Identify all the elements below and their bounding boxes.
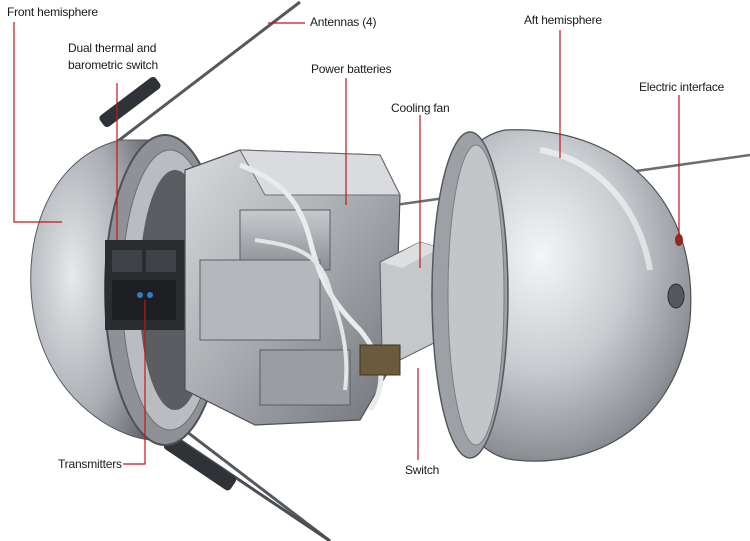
cooling-fan-box (359, 241, 441, 376)
label-aft-hemisphere: Aft hemisphere (524, 13, 602, 27)
label-dual-switch-line1: Dual thermal and (68, 41, 157, 55)
label-switch: Switch (405, 463, 440, 477)
callout-lines (13, 22, 680, 465)
transmitter-block (105, 240, 185, 330)
power-battery-box (184, 149, 401, 426)
label-electric-interface: Electric interface (639, 80, 725, 94)
label-front-hemisphere: Front hemisphere (7, 5, 98, 19)
label-cooling-fan: Cooling fan (391, 101, 450, 115)
label-transmitters: Transmitters (58, 457, 122, 471)
label-dual-switch-line2: barometric switch (68, 58, 158, 72)
label-power-batteries: Power batteries (311, 62, 392, 76)
label-antennas: Antennas (4) (310, 15, 377, 29)
callout-front-hemisphere (13, 22, 62, 223)
aft-hemisphere-shape (431, 129, 692, 462)
callout-transmitters (123, 300, 146, 465)
